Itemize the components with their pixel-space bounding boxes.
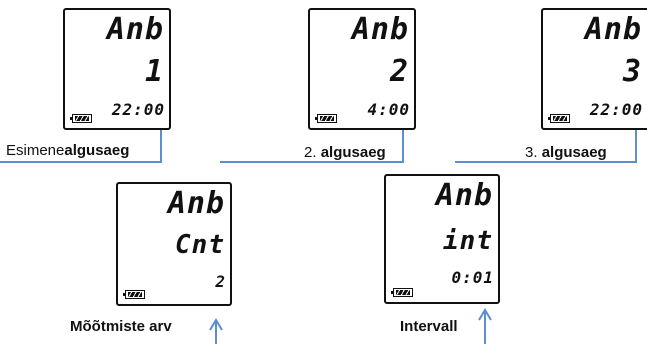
value-label: 3 [622, 54, 642, 89]
mode-label: Anb [106, 12, 164, 47]
caption-prefix: 2. [304, 144, 321, 161]
time-label: 0:01 [451, 268, 494, 287]
mode-label: Anb [351, 12, 409, 47]
lcd-display-4: Anb Cnt 2 [116, 182, 232, 306]
caption-prefix: 3. [525, 144, 542, 161]
time-label: 4:00 [367, 100, 410, 119]
caption-5: Intervall [400, 318, 458, 335]
caption-3: 3. algusaeg [525, 144, 607, 161]
caption-bold: Mõõtmiste arv [70, 318, 172, 335]
time-label: 22:00 [589, 100, 643, 119]
time-label: 22:00 [111, 100, 165, 119]
time-label: 2 [215, 272, 226, 291]
battery-full-icon [315, 114, 337, 123]
value-label: 1 [144, 54, 164, 89]
battery-full-icon [123, 290, 145, 299]
caption-prefix: Esimene [6, 142, 65, 159]
callout-arrow-5 [478, 308, 492, 321]
caption-bold: Intervall [400, 318, 458, 335]
lcd-display-5: Anb int 0:01 [384, 174, 500, 304]
caption-bold: algusaeg [64, 142, 130, 159]
value-label: 2 [389, 54, 409, 89]
caption-2: 2. algusaeg [304, 144, 386, 161]
mode-label: Anb [435, 178, 493, 213]
callout-line-3 [455, 119, 637, 163]
lcd-display-1: Anb 1 22:00 [63, 8, 171, 130]
callout-arrow-4 [209, 318, 223, 331]
mode-label: Anb [584, 12, 642, 47]
value-label: int [443, 226, 493, 256]
caption-bold: algusaeg [541, 144, 607, 161]
battery-full-icon [391, 288, 413, 297]
battery-full-icon [548, 114, 570, 123]
battery-full-icon [70, 114, 92, 123]
mode-label: Anb [167, 186, 225, 221]
value-label: Cnt [175, 230, 225, 260]
lcd-display-3: Anb 3 22:00 [541, 8, 647, 130]
caption-1: Esimenealgusaeg [6, 142, 129, 159]
caption-4: Mõõtmiste arv [70, 318, 172, 335]
caption-bold: algusaeg [320, 144, 386, 161]
callout-line-1 [0, 119, 162, 163]
lcd-display-2: Anb 2 4:00 [308, 8, 416, 130]
callout-line-2 [220, 119, 404, 163]
